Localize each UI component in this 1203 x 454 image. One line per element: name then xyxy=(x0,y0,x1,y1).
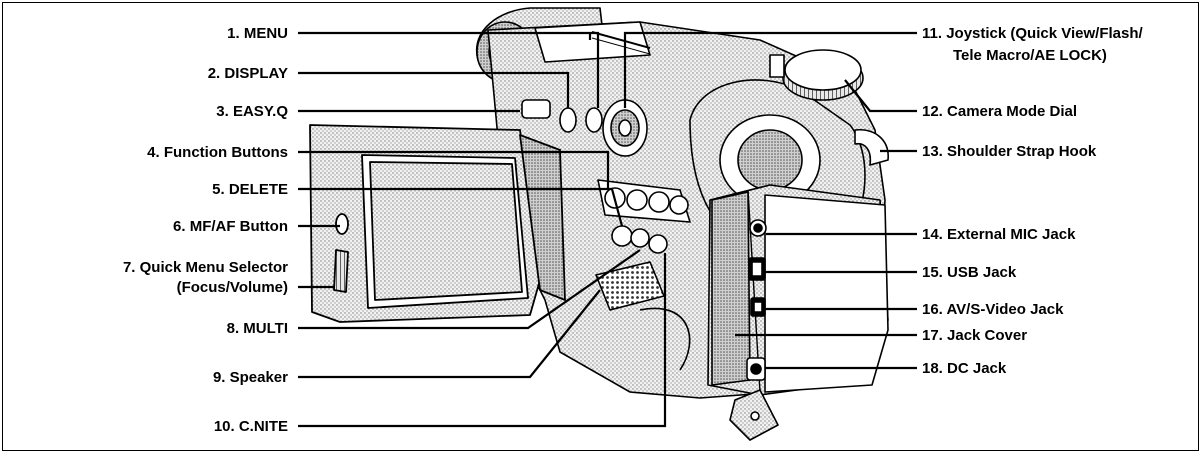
label-jack-cover: 17. Jack Cover xyxy=(922,327,1028,344)
label-speaker: 9. Speaker xyxy=(212,369,288,386)
label-mfaf-button: 6. MF/AF Button xyxy=(173,218,288,235)
leader-lines-left xyxy=(298,31,667,428)
label-menu: 1. MENU xyxy=(227,25,288,42)
label-delete: 5. DELETE xyxy=(212,181,288,198)
leader-lines-right xyxy=(623,31,917,370)
label-usb-jack: 15. USB Jack xyxy=(922,264,1017,281)
label-av-svideo-jack: 16. AV/S-Video Jack xyxy=(922,301,1064,318)
lcd-panel xyxy=(309,124,566,323)
label-function-buttons: 4. Function Buttons xyxy=(147,144,288,161)
label-camera-mode-dial: 12. Camera Mode Dial xyxy=(922,103,1078,120)
label-multi: 8. MULTI xyxy=(226,320,288,337)
label-joystick: 11. Joystick (Quick View/Flash/ xyxy=(922,25,1143,42)
label-external-mic-jack: 14. External MIC Jack xyxy=(922,226,1076,243)
label-joystick-sub: Tele Macro/AE LOCK) xyxy=(953,47,1107,64)
label-easyq: 3. EASY.Q xyxy=(216,103,288,120)
label-display: 2. DISPLAY xyxy=(207,65,288,82)
label-cnite: 10. C.NITE xyxy=(213,418,288,435)
label-shoulder-strap-hook: 13. Shoulder Strap Hook xyxy=(922,143,1097,160)
label-quick-menu-selector-sub: (Focus/Volume) xyxy=(176,279,288,296)
camera-body xyxy=(475,7,889,441)
label-dc-jack: 18. DC Jack xyxy=(922,360,1007,377)
label-quick-menu-selector: 7. Quick Menu Selector xyxy=(122,259,288,276)
